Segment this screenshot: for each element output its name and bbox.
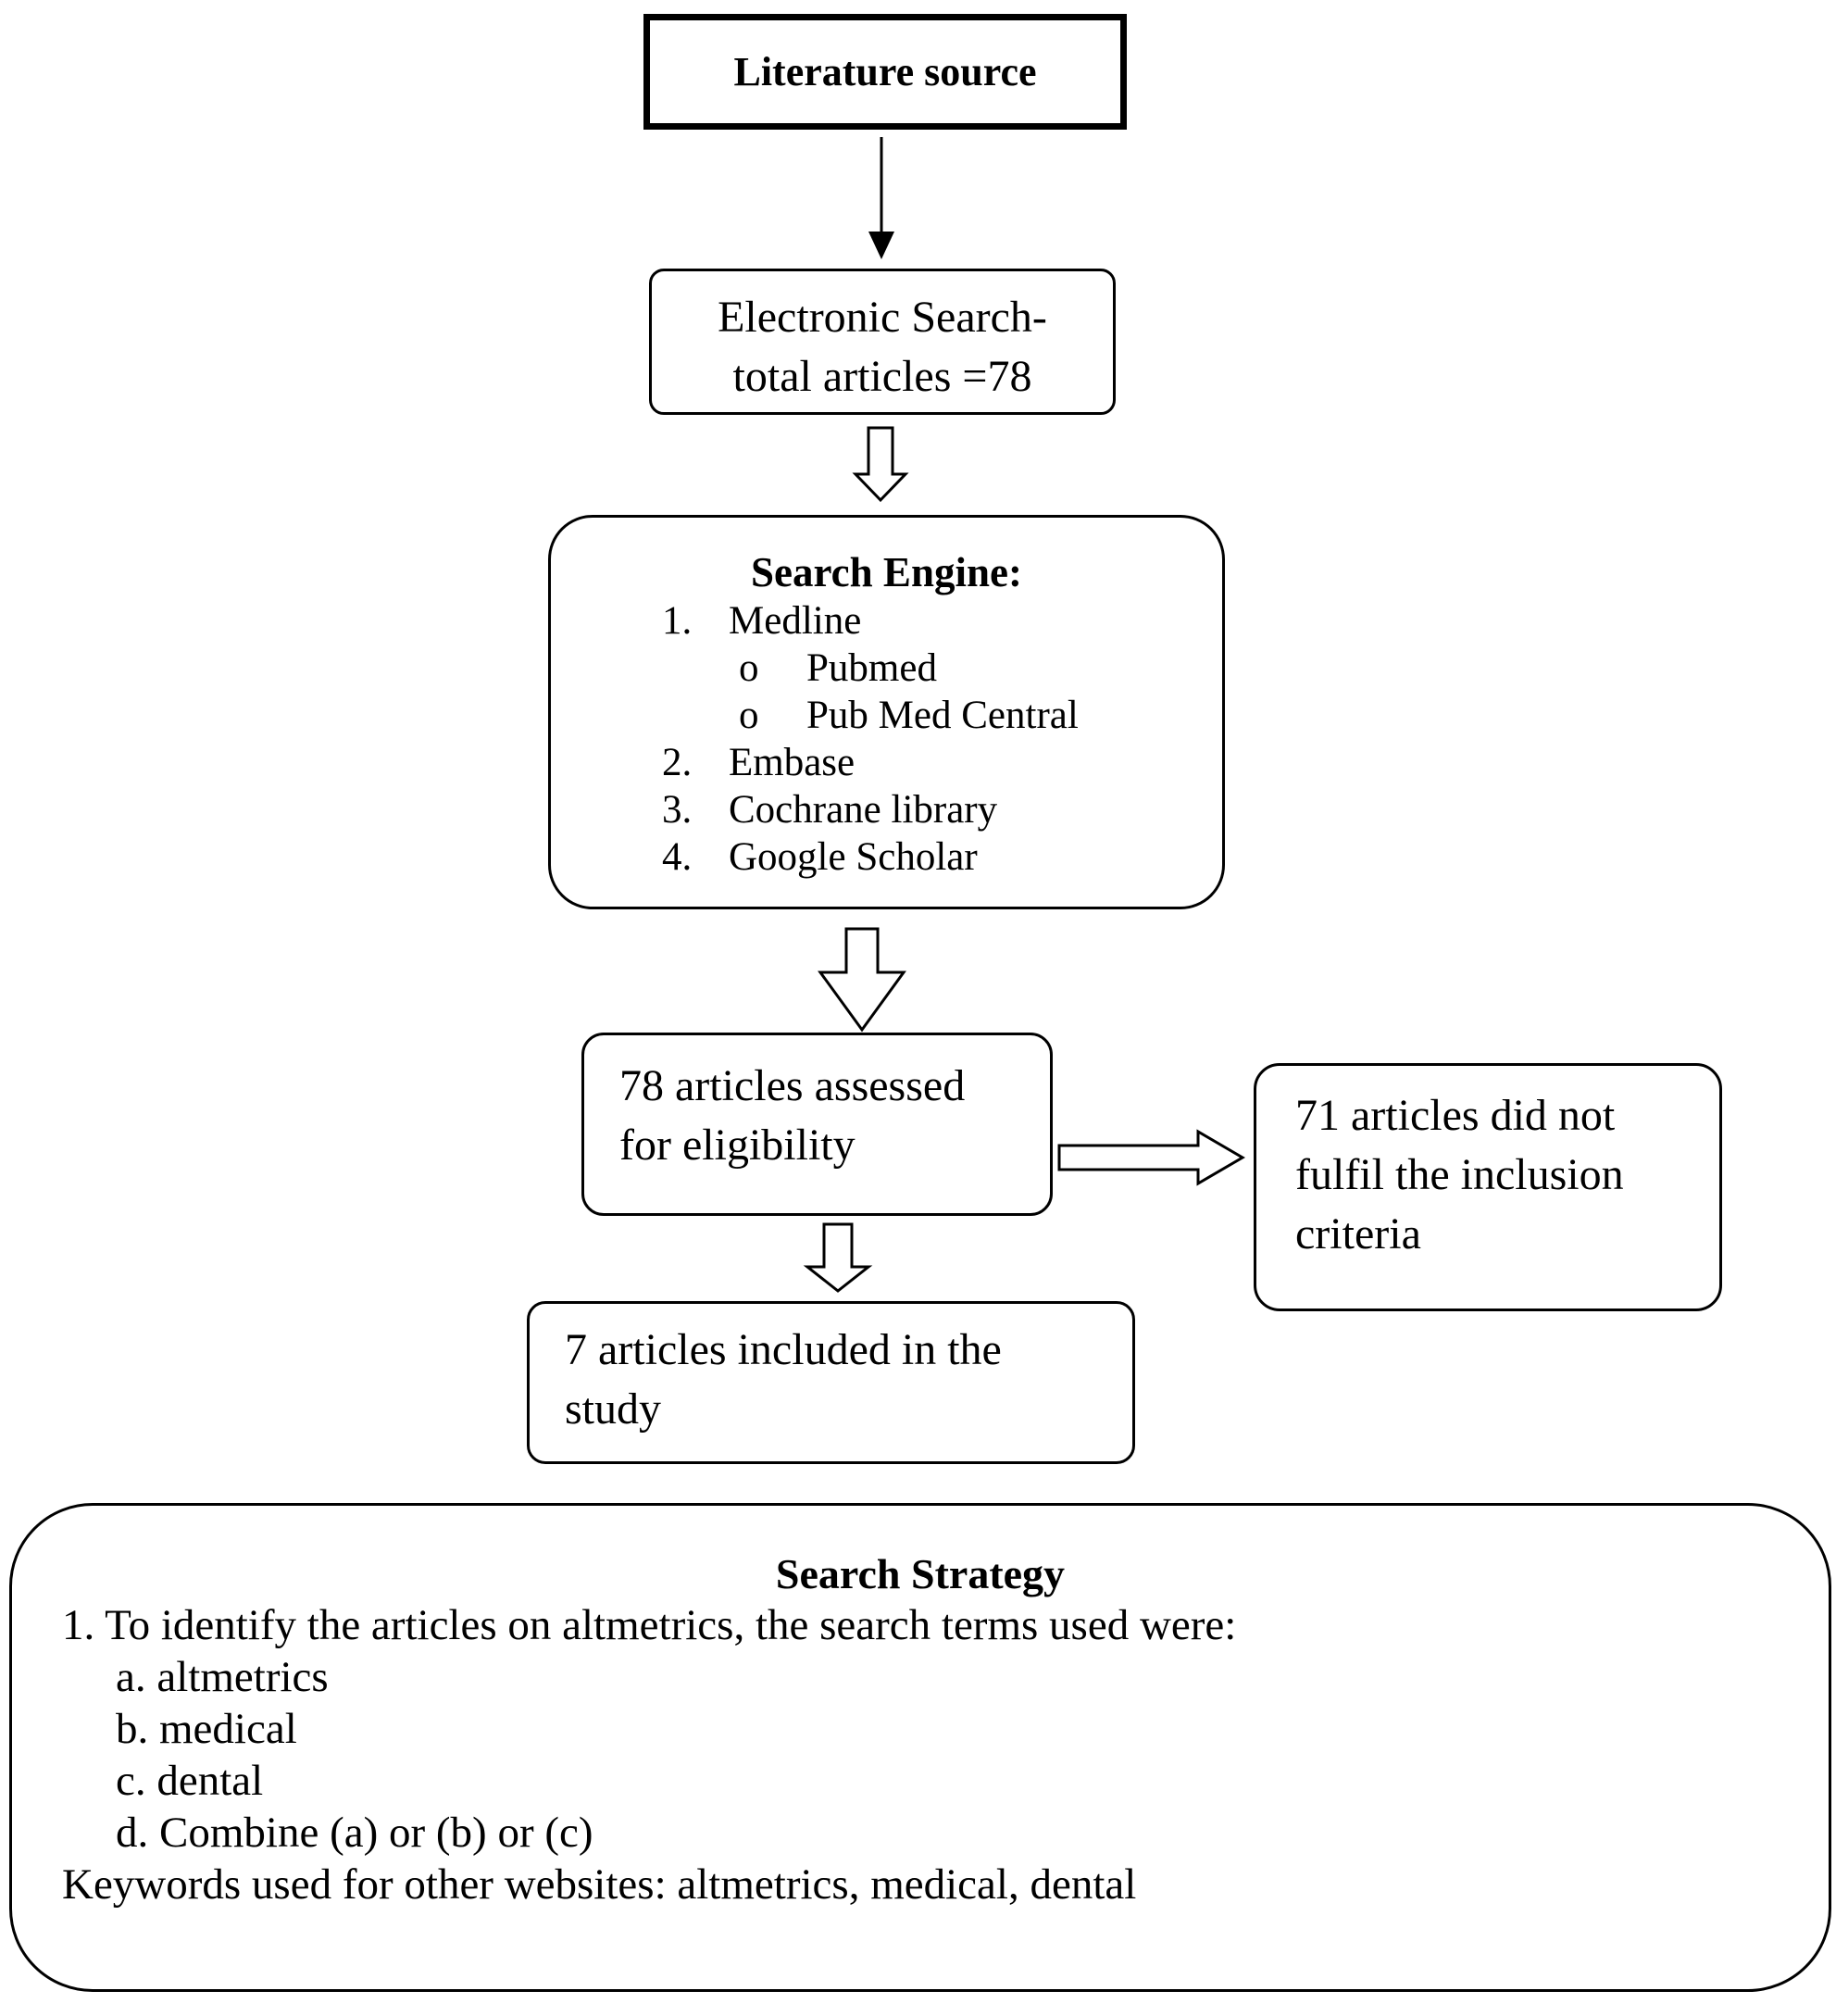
excluded-line1: 71 articles did not [1295, 1091, 1616, 1140]
assessed-line2: for eligibility [619, 1121, 856, 1170]
search-strategy-keywords: Keywords used for other websites: altmet… [62, 1860, 1137, 1909]
search-strategy-box: Search Strategy 1. To identify the artic… [9, 1503, 1831, 1992]
literature-source-box: Literature source [643, 14, 1127, 130]
block-arrow-engine-to-assessed [818, 927, 906, 1033]
block-arrow-search-to-engine [852, 426, 909, 503]
list-marker: 4. [662, 835, 693, 879]
search-term: b. medical [116, 1705, 297, 1753]
search-term: a. altmetrics [116, 1653, 329, 1701]
search-engine-item: Google Scholar [729, 835, 978, 879]
search-engine-title: Search Engine: [751, 549, 1022, 595]
search-engine-box: Search Engine: 1. Medline o Pubmed o Pub… [548, 515, 1225, 909]
list-marker: o [739, 694, 759, 737]
block-arrow-assessed-to-excluded [1057, 1129, 1245, 1186]
block-arrow-assessed-to-included [803, 1222, 873, 1293]
search-engine-item: Cochrane library [729, 788, 998, 832]
electronic-search-line2: total articles =78 [732, 352, 1032, 401]
list-marker: 2. [662, 741, 693, 784]
included-line2: study [565, 1384, 662, 1434]
search-term: d. Combine (a) or (b) or (c) [116, 1809, 593, 1857]
assessed-line1: 78 articles assessed [619, 1061, 966, 1110]
excluded-line2: fulfil the inclusion [1295, 1150, 1624, 1199]
literature-source-label: Literature source [733, 49, 1037, 94]
search-engine-subitem: Pub Med Central [806, 694, 1079, 737]
arrow-source-to-search [868, 137, 894, 259]
search-strategy-title: Search Strategy [775, 1550, 1066, 1597]
electronic-search-box: Electronic Search- total articles =78 [649, 269, 1116, 415]
list-marker: 1. [662, 599, 693, 643]
search-term: c. dental [116, 1757, 264, 1805]
excluded-box: 71 articles did not fulfil the inclusion… [1254, 1063, 1722, 1311]
included-box: 7 articles included in the study [527, 1301, 1135, 1464]
list-marker: 3. [662, 788, 693, 832]
search-engine-item: Embase [729, 741, 856, 784]
search-engine-subitem: Pubmed [806, 646, 937, 690]
list-marker: o [739, 646, 759, 690]
included-line1: 7 articles included in the [565, 1325, 1002, 1374]
search-engine-item: Medline [729, 599, 862, 643]
assessed-box: 78 articles assessed for eligibility [581, 1033, 1053, 1216]
electronic-search-line1: Electronic Search- [718, 293, 1047, 342]
excluded-line3: criteria [1295, 1209, 1421, 1258]
search-strategy-intro: 1. To identify the articles on altmetric… [62, 1601, 1237, 1649]
